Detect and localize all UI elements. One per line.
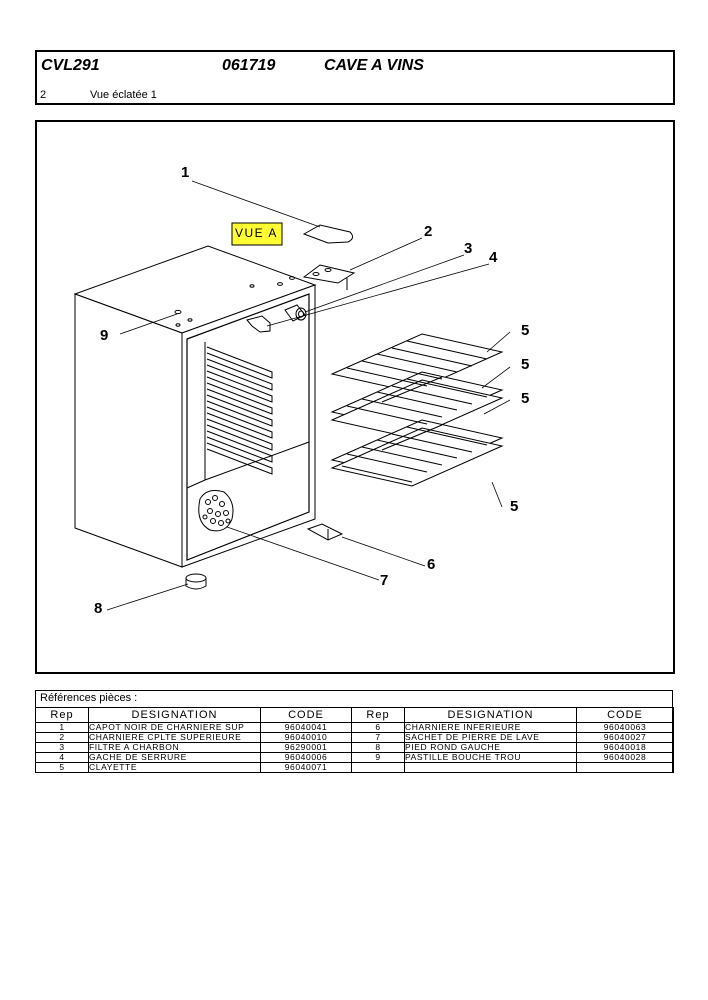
col-rep-2: Rep: [351, 707, 405, 723]
vue-a-tag: [231, 222, 283, 246]
cell-code: 96040006: [260, 752, 352, 763]
model-name: CVL291: [41, 57, 100, 74]
callout-1: 1: [181, 164, 190, 181]
view-name: Vue éclatée 1: [90, 89, 157, 101]
cell-designation: GACHE DE SERRURE: [88, 752, 261, 763]
cell-rep: 1: [35, 722, 89, 733]
hinge-cap: [302, 224, 354, 244]
cell-designation: SACHET DE PIERRE DE LAVE: [404, 732, 577, 743]
top-holes: [174, 276, 295, 327]
cell-code: 96290001: [260, 742, 352, 753]
cell-designation: CAPOT NOIR DE CHARNIERE SUP: [88, 722, 261, 733]
cell-rep: 9: [351, 752, 405, 763]
table-row: 5 CLAYETTE 96040071: [35, 762, 674, 773]
cell-designation: PIED ROND GAUCHE: [404, 742, 577, 753]
cell-rep: 8: [351, 742, 405, 753]
vue-a-label: VUE A: [235, 226, 278, 240]
callout-7: 7: [380, 572, 389, 589]
callout-8: 8: [94, 600, 103, 617]
lock-strike: [246, 315, 271, 333]
cell-designation: CLAYETTE: [88, 762, 261, 773]
cell-rep: 2: [35, 732, 89, 743]
callout-6: 6: [427, 556, 436, 573]
callout-3: 3: [464, 240, 473, 257]
cell-code: 96040063: [576, 722, 674, 733]
cell-code: 96040041: [260, 722, 352, 733]
col-designation-1: DESIGNATION: [88, 707, 261, 723]
cell-rep: 3: [35, 742, 89, 753]
cell-rep: 5: [35, 762, 89, 773]
callout-4: 4: [489, 249, 498, 266]
cell-code: 96040010: [260, 732, 352, 743]
callout-5d: 5: [510, 498, 519, 515]
product-code: 061719: [222, 57, 276, 74]
cell-designation: CHARNIERE CPLTE SUPERIEURE: [88, 732, 261, 743]
cell-rep: 7: [351, 732, 405, 743]
col-code-1: CODE: [260, 707, 352, 723]
inner-rails: [206, 346, 273, 475]
cell-designation: CHARNIERE INFERIEURE: [404, 722, 577, 733]
table-row: 3 FILTRE A CHARBON 96290001 8 PIED ROND …: [35, 742, 674, 753]
cell-code: 96040071: [260, 762, 352, 773]
header-box: CVL291 061719 CAVE A VINS 2 Vue éclatée …: [35, 50, 675, 105]
table-row: 1 CAPOT NOIR DE CHARNIERE SUP 96040041 6…: [35, 722, 674, 733]
table-row: 4 GACHE DE SERRURE 96040006 9 PASTILLE B…: [35, 752, 674, 763]
callout-2: 2: [424, 223, 433, 240]
cell-code: 96040028: [576, 752, 674, 763]
callout-9: 9: [100, 327, 109, 344]
callout-5a: 5: [521, 322, 530, 339]
parts-table: Rep DESIGNATION CODE Rep DESIGNATION COD…: [35, 707, 674, 773]
shelves: [330, 333, 504, 487]
table-header-row: Rep DESIGNATION CODE Rep DESIGNATION COD…: [35, 707, 674, 723]
table-row: 2 CHARNIERE CPLTE SUPERIEURE 96040010 7 …: [35, 732, 674, 743]
callout-5b: 5: [521, 356, 530, 373]
col-code-2: CODE: [576, 707, 674, 723]
product-title: CAVE A VINS: [324, 57, 424, 74]
exploded-view-diagram: VUE A 1 2 3 4 5 5 5 5 6 7 8 9: [35, 120, 675, 674]
col-rep-1: Rep: [35, 707, 89, 723]
cell-rep: 4: [35, 752, 89, 763]
upper-hinge: [302, 264, 356, 290]
cell-designation: [404, 762, 577, 773]
cell-designation: FILTRE A CHARBON: [88, 742, 261, 753]
sheet-number: 2: [40, 89, 47, 101]
cabinet-body: [73, 245, 317, 568]
round-foot: [185, 573, 207, 590]
references-label: Références pièces :: [40, 692, 138, 704]
lower-hinge: [306, 523, 344, 541]
cell-rep: [351, 762, 405, 773]
callout-5c: 5: [521, 390, 530, 407]
col-designation-2: DESIGNATION: [404, 707, 577, 723]
lava-stone-bag: [198, 490, 234, 532]
cell-code: 96040018: [576, 742, 674, 753]
cell-code: 96040027: [576, 732, 674, 743]
exploded-view-drawing: [73, 180, 511, 611]
leader-lines: [106, 180, 511, 611]
cell-rep: 6: [351, 722, 405, 733]
cell-designation: PASTILLE BOUCHE TROU: [404, 752, 577, 763]
cell-code: [576, 762, 674, 773]
